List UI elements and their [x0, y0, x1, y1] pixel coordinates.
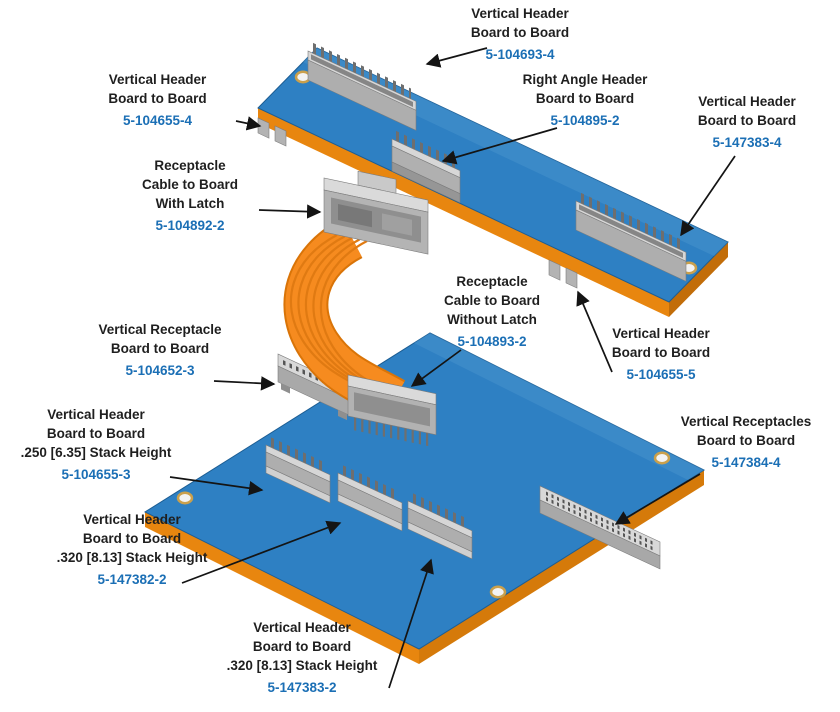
- part-link-5-147384-4[interactable]: 5-147384-4: [711, 455, 781, 470]
- screw-hole: [653, 451, 671, 465]
- arrow-147383-4: [680, 155, 736, 237]
- label-receptacle-without-latch-104893-2: Receptacle Cable to Board Without Latch …: [412, 272, 572, 351]
- label-line: Board to Board: [108, 91, 207, 106]
- arrow-104655-5: [576, 290, 613, 373]
- label-line: Right Angle Header: [522, 72, 648, 87]
- part-link-5-104655-3[interactable]: 5-104655-3: [61, 467, 131, 482]
- arrow-104893-2: [410, 349, 462, 387]
- part-link-5-104655-5[interactable]: 5-104655-5: [626, 367, 696, 382]
- label-line: Board to Board: [470, 25, 570, 40]
- arrow-104655-4: [235, 116, 262, 131]
- connector-vertical-header-147383-2: [407, 493, 473, 560]
- part-link-5-147383-2[interactable]: 5-147383-2: [267, 680, 337, 695]
- label-line: Vertical Header: [612, 326, 710, 341]
- label-line: Vertical Receptacles: [680, 414, 812, 429]
- label-line: Vertical Header: [47, 407, 145, 422]
- connector-vertical-header-104693-4: [307, 42, 417, 131]
- part-link-5-104893-2[interactable]: 5-104893-2: [457, 334, 527, 349]
- label-line: Vertical Header: [698, 94, 796, 109]
- label-line: .320 [8.13] Stack Height: [226, 658, 378, 673]
- label-line: Vertical Header: [253, 620, 351, 635]
- label-vertical-header-104655-3: Vertical Header Board to Board .250 [6.3…: [0, 405, 192, 484]
- label-receptacle-with-latch-104892-2: Receptacle Cable to Board With Latch 5-1…: [110, 156, 270, 235]
- connector-receptacle-without-latch-104893-2: [347, 374, 437, 447]
- label-right-angle-header-104895-2: Right Angle Header Board to Board 5-1048…: [500, 70, 670, 130]
- part-link-5-104693-4[interactable]: 5-104693-4: [485, 47, 555, 62]
- callout-arrows: [169, 47, 736, 689]
- screw-hole: [489, 585, 507, 599]
- label-vertical-header-147383-4: Vertical Header Board to Board 5-147383-…: [668, 92, 826, 152]
- connector-vertical-header-147382-2: [337, 465, 403, 532]
- label-line: Board to Board: [611, 345, 711, 360]
- part-link-5-104655-4[interactable]: 5-104655-4: [122, 113, 193, 128]
- label-vertical-receptacle-104652-3: Vertical Receptacle Board to Board 5-104…: [70, 320, 250, 380]
- label-line: Board to Board: [110, 341, 210, 356]
- label-vertical-header-147383-2: Vertical Header Board to Board .320 [8.1…: [198, 618, 406, 697]
- label-vertical-header-147382-2: Vertical Header Board to Board .320 [8.1…: [28, 510, 236, 589]
- arrow-104895-2: [441, 127, 558, 165]
- part-link-5-104895-2[interactable]: 5-104895-2: [550, 113, 620, 128]
- connector-vertical-header-147383-4: [575, 192, 687, 282]
- label-line: Vertical Header: [108, 72, 207, 87]
- bottom-board: [143, 332, 706, 664]
- label-line: Board to Board: [252, 639, 352, 654]
- part-link-5-104892-2[interactable]: 5-104892-2: [155, 218, 225, 233]
- top-board: [257, 42, 729, 317]
- arrow-147384-4: [614, 473, 701, 525]
- connector-vertical-header-104655-5: [548, 259, 578, 289]
- arrow-147382-2: [181, 520, 342, 584]
- label-vertical-receptacles-147384-4: Vertical Receptacles Board to Board 5-14…: [652, 412, 840, 472]
- label-line: Board to Board: [696, 433, 796, 448]
- part-link-5-147382-2[interactable]: 5-147382-2: [97, 572, 167, 587]
- arrow-104655-3: [169, 476, 264, 496]
- label-line: Board to Board: [697, 113, 797, 128]
- label-vertical-header-104655-5: Vertical Header Board to Board 5-104655-…: [582, 324, 740, 384]
- label-line: Without Latch: [447, 312, 537, 327]
- arrow-104652-3: [213, 376, 276, 391]
- label-line: Vertical Receptacle: [98, 322, 222, 337]
- label-line: Cable to Board: [443, 293, 540, 308]
- label-line: Vertical Header: [83, 512, 181, 527]
- label-line: Cable to Board: [141, 177, 238, 192]
- connector-vertical-header-104655-3: [265, 437, 331, 504]
- part-link-5-104652-3[interactable]: 5-104652-3: [125, 363, 195, 378]
- label-line: Receptacle: [456, 274, 528, 289]
- arrow-104892-2: [258, 204, 322, 219]
- label-vertical-header-104693-4: Vertical Header Board to Board 5-104693-…: [440, 4, 600, 64]
- screw-hole: [176, 491, 194, 505]
- part-link-5-147383-4[interactable]: 5-147383-4: [712, 135, 782, 150]
- arrow-147383-2: [388, 558, 434, 689]
- label-line: Board to Board: [82, 531, 182, 546]
- arrow-104693-4: [425, 47, 488, 68]
- label-line: Receptacle: [154, 158, 226, 173]
- label-line: With Latch: [155, 196, 225, 211]
- label-line: Vertical Header: [471, 6, 569, 21]
- label-line: Board to Board: [46, 426, 146, 441]
- label-line: .250 [6.35] Stack Height: [20, 445, 172, 460]
- connector-vertical-receptacles-147384-4: [539, 485, 661, 570]
- label-line: Board to Board: [535, 91, 635, 106]
- label-vertical-header-104655-4: Vertical Header Board to Board 5-104655-…: [75, 70, 240, 130]
- label-line: .320 [8.13] Stack Height: [56, 550, 208, 565]
- connector-receptacle-with-latch-104892-2: [323, 170, 429, 255]
